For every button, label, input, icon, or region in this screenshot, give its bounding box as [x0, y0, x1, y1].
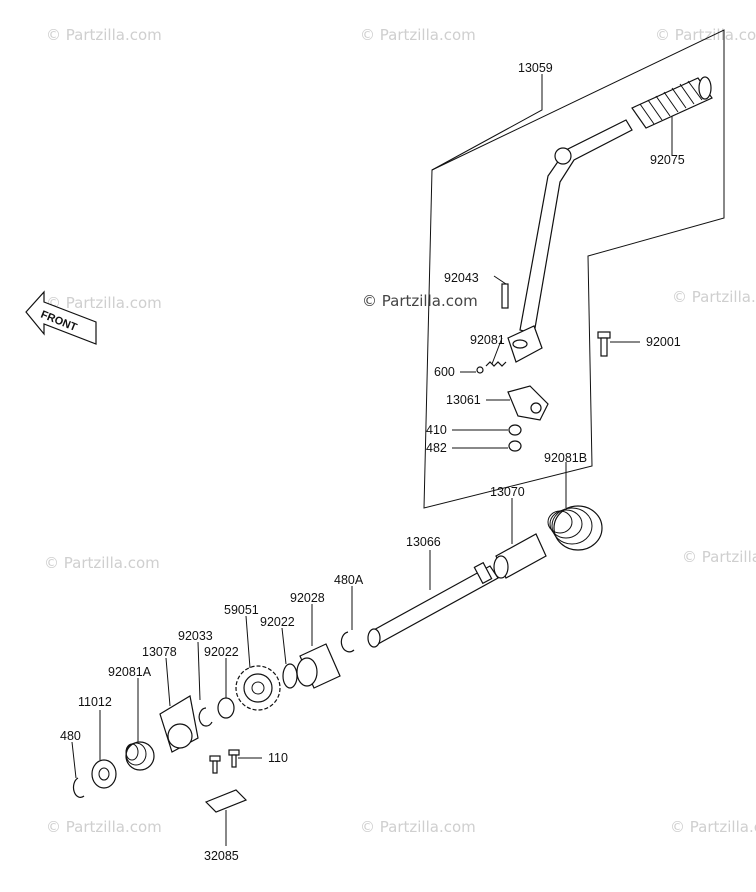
assembly-boundary [423, 29, 725, 509]
callout-label: 32085 [204, 849, 239, 863]
leader-lines [71, 74, 673, 846]
clamp-part [507, 385, 549, 421]
circlip-part [72, 777, 85, 798]
callout-label: 92028 [290, 591, 325, 605]
watermark: © Partzilla.com [672, 288, 756, 306]
callout-label: 92001 [646, 335, 681, 349]
ratchet-part [159, 695, 199, 753]
watermark: © Partzilla.com [682, 548, 756, 566]
sleeve-part [296, 643, 341, 689]
callout-label: 482 [426, 441, 447, 455]
callout-label: 92081B [544, 451, 587, 465]
callout-label: 410 [426, 423, 447, 437]
thrust-washer [217, 697, 235, 719]
ball-part [476, 366, 484, 374]
callout-label: 92033 [178, 629, 213, 643]
watermark: © Partzilla.com [46, 26, 162, 44]
kick-lever [507, 119, 633, 363]
callout-label: 92022 [260, 615, 295, 629]
watermark: © Partzilla.com [44, 554, 160, 572]
watermark: © Partzilla.com [360, 26, 476, 44]
callout-label: 92075 [650, 153, 685, 167]
collar-part [493, 533, 547, 579]
washer-part [508, 440, 522, 452]
callout-labels: 13059 92075 92043 92081 600 92001 13061 … [60, 61, 685, 863]
callout-label: 110 [268, 751, 288, 765]
callout-label: 480 [60, 729, 81, 743]
ratchet-spring [125, 741, 155, 771]
callout-label: 480A [334, 573, 364, 587]
circlip-part [198, 707, 213, 727]
callout-label: 92081A [108, 665, 152, 679]
callout-label: 92043 [444, 271, 479, 285]
callout-label: 13061 [446, 393, 481, 407]
callout-label: 13078 [142, 645, 177, 659]
small-spring [485, 361, 507, 367]
callout-label: 92022 [204, 645, 239, 659]
nut-part [508, 424, 522, 436]
watermark: © Partzilla.com [46, 818, 162, 836]
kick-gear [235, 665, 281, 711]
callout-label: 13070 [490, 485, 525, 499]
kick-shaft [367, 561, 499, 648]
watermark: © Partzilla.com [360, 818, 476, 836]
watermark: © Partzilla.com [670, 818, 756, 836]
bolt-part [597, 331, 611, 357]
watermark: © Partzilla.com [655, 26, 756, 44]
callout-label: 13059 [518, 61, 553, 75]
pedal-rubber [631, 76, 713, 129]
return-spring [547, 505, 603, 551]
circlip-part [340, 631, 355, 653]
pin-part [501, 283, 509, 309]
screw-part [209, 749, 240, 774]
front-arrow: FRONT [25, 290, 97, 345]
thrust-washer [282, 663, 298, 689]
guide-plate [204, 789, 248, 813]
callout-label: 11012 [78, 695, 112, 709]
callout-label: 600 [434, 365, 455, 379]
callout-label: 92081 [470, 333, 505, 347]
watermark: © Partzilla.com [46, 294, 162, 312]
cap-washer [91, 759, 117, 789]
callout-label: 59051 [224, 603, 259, 617]
watermark-layer: © Partzilla.com © Partzilla.com © Partzi… [44, 26, 756, 836]
callout-label: 13066 [406, 535, 441, 549]
watermark-center: © Partzilla.com [362, 292, 478, 310]
